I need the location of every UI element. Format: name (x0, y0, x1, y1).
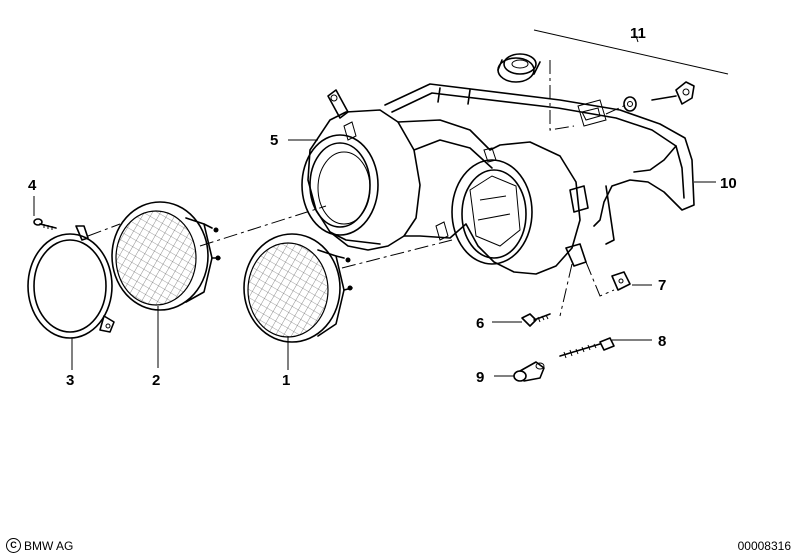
part-2-headlamp (111, 201, 221, 311)
part-5-housing (301, 89, 589, 275)
alignment-lines (87, 60, 629, 317)
callout-9: 9 (476, 369, 484, 386)
callout-4: 4 (28, 177, 37, 194)
part-10-bracket (384, 83, 695, 245)
part-7-clip (611, 271, 631, 291)
part-4-screw (33, 218, 57, 230)
part-1-headlamp (243, 233, 353, 343)
part-9-socket (513, 361, 545, 382)
part-8-adjust-screw (559, 337, 615, 359)
callout-1: 1 (282, 372, 290, 389)
callout-8: 8 (658, 333, 666, 350)
leader-11-tick (635, 35, 639, 43)
copyright-notice: C BMW AG (6, 538, 73, 553)
callout-10: 10 (720, 175, 737, 192)
callout-3: 3 (66, 372, 74, 389)
part-11-grommet (497, 53, 695, 112)
copyright-icon: C (6, 538, 21, 553)
document-number: 00008316 (737, 539, 791, 553)
callout-2: 2 (152, 372, 160, 389)
callout-5: 5 (270, 132, 278, 149)
copyright-text: BMW AG (24, 538, 74, 553)
leader-lines (33, 139, 716, 377)
callout-7: 7 (658, 277, 666, 294)
callout-11: 11 (630, 25, 646, 42)
part-6-bolt (521, 313, 551, 327)
callout-6: 6 (476, 315, 484, 332)
part-3-trim-ring (27, 225, 115, 339)
leader-11 (533, 29, 729, 75)
